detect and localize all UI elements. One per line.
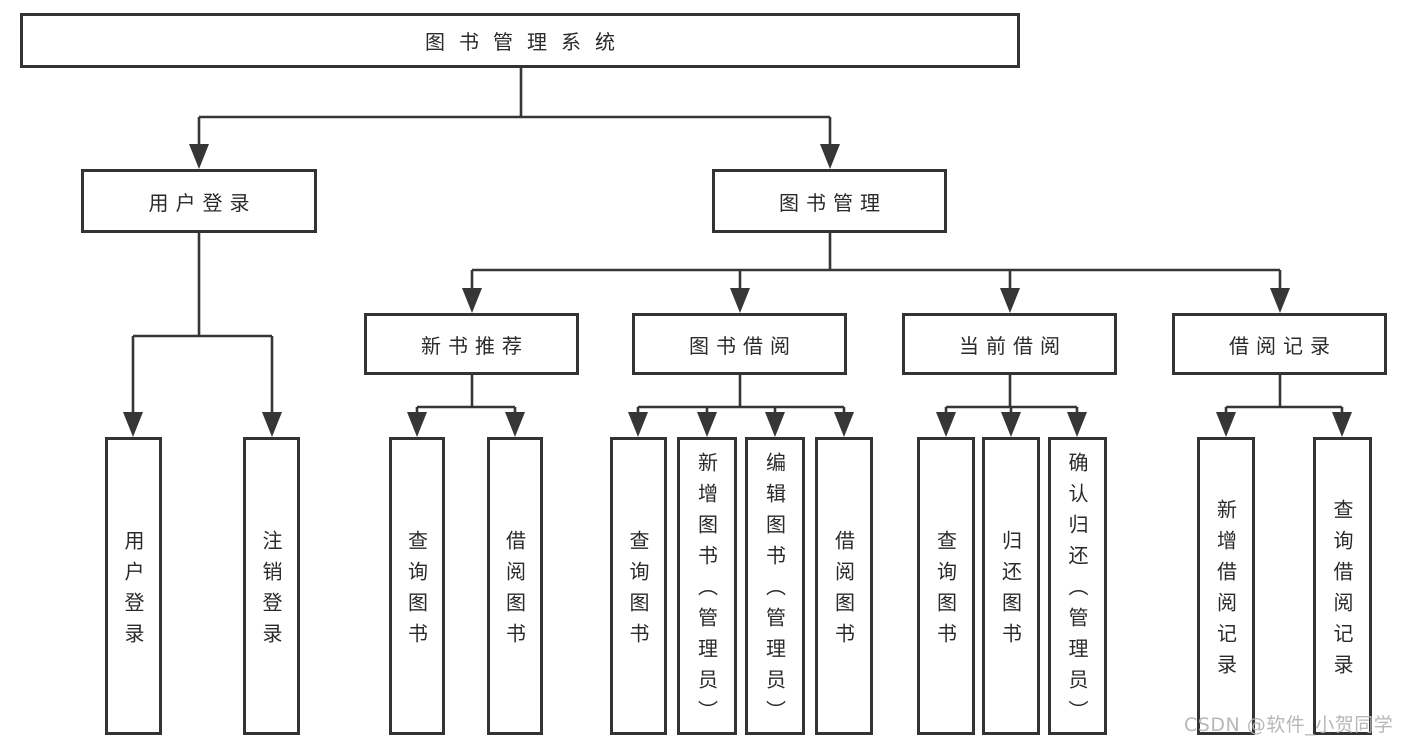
leaf-newbooks-borrow-books: 借阅图书 bbox=[487, 437, 543, 735]
node-label: 用户登录 bbox=[121, 529, 145, 654]
connector-path bbox=[131, 68, 1344, 416]
node-label: 借阅图书 bbox=[831, 529, 856, 654]
node-new-book-recommend: 新书推荐 bbox=[364, 313, 579, 375]
node-label: 查询图书 bbox=[404, 529, 429, 654]
node-borrowing-records: 借阅记录 bbox=[1172, 313, 1387, 375]
node-label: 图书管理 bbox=[779, 190, 887, 215]
node-label: 注销登录 bbox=[259, 529, 283, 654]
csdn-watermark: CSDN @软件_小贺同学 bbox=[1184, 714, 1394, 736]
node-label: 新增借阅记录 bbox=[1213, 498, 1238, 685]
arrow-down-icon bbox=[730, 288, 750, 313]
node-label: 当前借阅 bbox=[959, 333, 1067, 358]
arrow-down-icon bbox=[1332, 412, 1352, 437]
arrow-down-icon bbox=[765, 412, 785, 437]
node-label: 图书管理系统 bbox=[425, 30, 629, 54]
arrow-down-icon bbox=[407, 412, 427, 437]
node-book-management: 图书管理 bbox=[712, 169, 947, 233]
leaf-borrowing-add-books-admin: 新增图书（管理员） bbox=[677, 437, 737, 735]
arrow-down-icon bbox=[1270, 288, 1290, 313]
arrow-down-icon bbox=[1000, 288, 1020, 313]
leaf-borrowing-edit-books-admin: 编辑图书（管理员） bbox=[745, 437, 805, 735]
arrow-down-icon bbox=[628, 412, 648, 437]
arrow-down-icon bbox=[462, 288, 482, 313]
leaf-current-query-books: 查询图书 bbox=[917, 437, 975, 735]
arrow-down-icon bbox=[505, 412, 525, 437]
arrow-down-icon bbox=[936, 412, 956, 437]
node-label: 新书推荐 bbox=[421, 333, 529, 358]
arrow-down-icon bbox=[834, 412, 854, 437]
leaf-user-login: 用户登录 bbox=[105, 437, 162, 735]
leaf-borrowing-query-books: 查询图书 bbox=[610, 437, 667, 735]
arrow-down-icon bbox=[123, 412, 143, 437]
leaf-borrowing-borrow-books: 借阅图书 bbox=[815, 437, 873, 735]
arrow-down-icon bbox=[189, 144, 209, 169]
node-user-login: 用户登录 bbox=[81, 169, 317, 233]
leaf-newbooks-query-books: 查询图书 bbox=[389, 437, 445, 735]
leaf-logout: 注销登录 bbox=[243, 437, 300, 735]
node-label: 查询图书 bbox=[933, 529, 958, 654]
node-label: 借阅记录 bbox=[1229, 333, 1337, 358]
node-library-system: 图书管理系统 bbox=[20, 13, 1020, 68]
leaf-records-add-record: 新增借阅记录 bbox=[1197, 437, 1255, 735]
arrow-down-icon bbox=[820, 144, 840, 169]
arrow-down-icon bbox=[1216, 412, 1236, 437]
node-label: 查询图书 bbox=[626, 529, 650, 654]
node-label: 确认归还（管理员） bbox=[1065, 452, 1089, 731]
arrow-down-icon bbox=[1001, 412, 1021, 437]
leaf-current-return-books: 归还图书 bbox=[982, 437, 1040, 735]
node-label: 用户登录 bbox=[148, 190, 257, 215]
node-book-borrowing: 图书借阅 bbox=[632, 313, 847, 375]
node-label: 查询借阅记录 bbox=[1330, 498, 1354, 685]
leaf-records-query-record: 查询借阅记录 bbox=[1313, 437, 1372, 735]
leaf-current-confirm-return-admin: 确认归还（管理员） bbox=[1048, 437, 1107, 735]
arrow-down-icon bbox=[1067, 412, 1087, 437]
node-label: 借阅图书 bbox=[502, 529, 527, 654]
node-label: 归还图书 bbox=[998, 529, 1023, 654]
arrow-down-icon bbox=[697, 412, 717, 437]
node-label: 编辑图书（管理员） bbox=[762, 452, 787, 731]
node-label: 图书借阅 bbox=[689, 333, 797, 358]
node-label: 新增图书（管理员） bbox=[694, 452, 719, 731]
arrow-down-icon bbox=[262, 412, 282, 437]
node-current-borrowing: 当前借阅 bbox=[902, 313, 1117, 375]
